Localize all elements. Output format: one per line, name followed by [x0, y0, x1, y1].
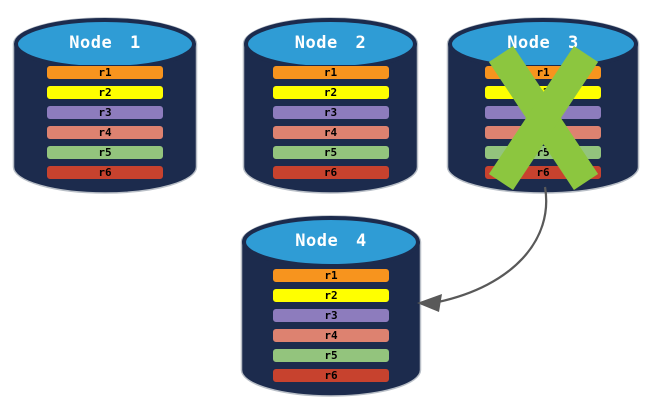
replica-label: r4: [323, 126, 338, 139]
replica-label: r3: [536, 106, 550, 119]
replica-label: r1: [323, 66, 338, 79]
replica-row-r2: r2: [272, 288, 390, 303]
replica-label: r6: [323, 166, 338, 179]
replica-label: r3: [324, 309, 338, 322]
replica-row-r3: r3: [46, 105, 164, 120]
node-2-title: Node 2: [294, 33, 367, 53]
replica-row-r5: r5: [272, 348, 390, 363]
replica-label: r6: [536, 166, 550, 179]
replica-row-r1: r1: [46, 65, 164, 80]
node-4-title: Node 4: [295, 231, 367, 251]
node-3: Node 3 r1 r2 r3 r4 r5 r6: [446, 8, 640, 194]
replica-label: r5: [98, 146, 112, 159]
cylinder-top: [242, 216, 420, 268]
replica-row-r5: r5: [271, 145, 390, 160]
replica-row-r6: r6: [484, 165, 602, 180]
replica-row-r2: r2: [271, 85, 390, 100]
replica-row-r2: r2: [46, 85, 164, 100]
replica-row-r6: r6: [46, 165, 164, 180]
replica-label: r1: [324, 269, 338, 282]
arrow-line: [437, 186, 548, 304]
node-2-replica-list: r1 r2 r3 r4 r5 r6: [271, 65, 390, 180]
node-1: Node 1 r1 r2 r3 r4 r5 r6: [12, 8, 198, 194]
replica-row-r1: r1: [272, 268, 390, 283]
replica-label: r1: [536, 66, 550, 79]
replica-label: r3: [98, 106, 112, 119]
node-4-replica-list: r1 r2 r3 r4 r5 r6: [272, 268, 390, 383]
replica-row-r4: r4: [46, 125, 164, 140]
node-4: Node 4 r1 r2 r3 r4 r5 r6: [240, 206, 422, 397]
replica-label: r2: [536, 86, 550, 99]
replica-row-r4: r4: [272, 328, 390, 343]
replica-row-r4: r4: [271, 125, 390, 140]
replica-label: r3: [323, 106, 338, 119]
replica-label: r2: [98, 86, 112, 99]
node-3-title: Node 3: [507, 33, 579, 53]
node-1-title: Node 1: [69, 33, 141, 53]
replica-label: r5: [324, 349, 338, 362]
replica-label: r4: [324, 329, 338, 342]
replica-label: r6: [324, 369, 338, 382]
replica-row-r5: r5: [484, 145, 602, 160]
node-1-replica-list: r1 r2 r3 r4 r5 r6: [46, 65, 164, 180]
replica-label: r2: [323, 86, 338, 99]
replica-label: r2: [324, 289, 338, 302]
replica-row-r3: r3: [484, 105, 602, 120]
replica-row-r6: r6: [272, 368, 390, 383]
replica-row-r6: r6: [271, 165, 390, 180]
replica-row-r1: r1: [271, 65, 390, 80]
replica-label: r1: [98, 66, 112, 79]
node-2: Node 2 r1 r2 r3 r4 r5 r6: [242, 8, 419, 194]
replica-label: r4: [536, 126, 550, 139]
node-3-replica-list: r1 r2 r3 r4 r5 r6: [484, 65, 602, 180]
replica-row-r5: r5: [46, 145, 164, 160]
replica-row-r3: r3: [271, 105, 390, 120]
replica-label: r6: [98, 166, 112, 179]
replica-label: r5: [536, 146, 550, 159]
replica-row-r4: r4: [484, 125, 602, 140]
replica-label: r4: [98, 126, 112, 139]
replica-row-r1: r1: [484, 65, 602, 80]
replica-row-r2: r2: [484, 85, 602, 100]
replica-row-r3: r3: [272, 308, 390, 323]
replica-label: r5: [323, 146, 338, 159]
